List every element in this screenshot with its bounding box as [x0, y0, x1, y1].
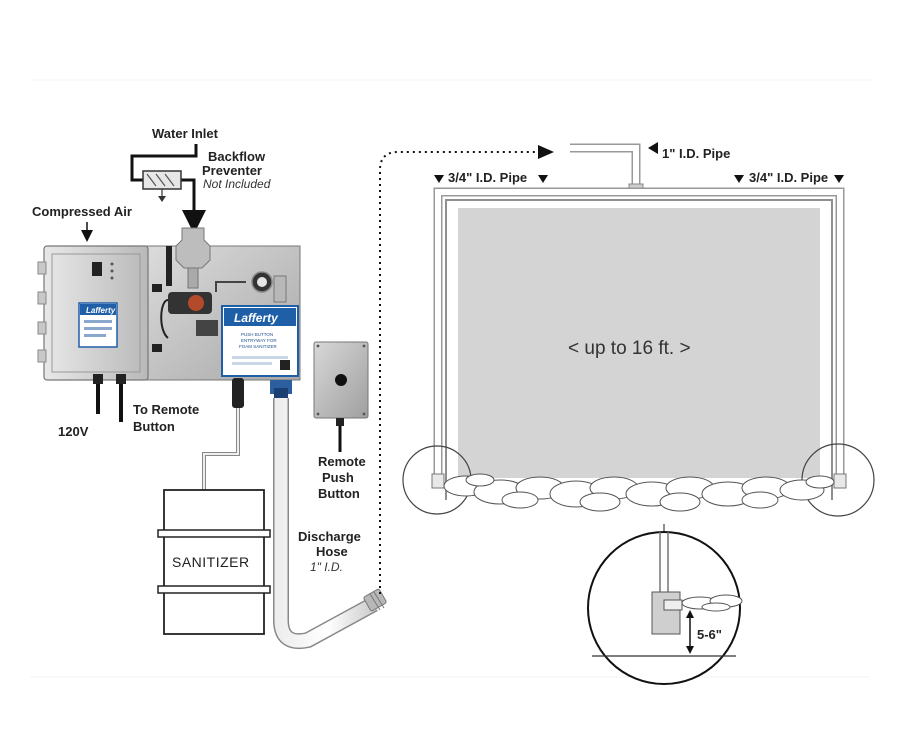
remote-push-button: Remote Push Button [313, 341, 369, 501]
pipe-34-left-label: 3/4" I.D. Pipe [448, 170, 527, 185]
backflow-label-1: Backflow [208, 149, 266, 164]
power-label: 120V [58, 424, 89, 439]
height-dim-label: 5-6" [697, 627, 722, 642]
door-width-label: < up to 16 ft. > [568, 338, 691, 359]
control-box-brand: Lafferty [86, 306, 116, 315]
water-inlet-label: Water Inlet [152, 126, 219, 141]
pipe-1in [570, 143, 641, 186]
door-frame [445, 199, 833, 500]
remote-push-label-1: Remote [318, 454, 366, 469]
discharge-hose: Discharge Hose 1" I.D. [273, 398, 387, 649]
water-inlet-line [130, 144, 198, 182]
pipe-1in-label: 1" I.D. Pipe [662, 146, 730, 161]
foamer-unit: Lafferty Lafferty PUSH BUTTON ENTRYWAY F… [37, 227, 301, 408]
door-panel [458, 208, 820, 478]
doorway: 1" I.D. Pipe 3/4" I.D. Pipe 3/4" I.D. Pi… [402, 142, 875, 517]
panel-text-2: ENTRYWAY FOR [241, 338, 277, 343]
discharge-label-1: Discharge [298, 529, 361, 544]
pipe-34-right-label: 3/4" I.D. Pipe [749, 170, 828, 185]
remote-push-label-2: Push [322, 470, 354, 485]
to-remote-label-1: To Remote [133, 402, 199, 417]
compressed-air-label: Compressed Air [32, 204, 132, 219]
height-detail-callout: 5-6" [587, 524, 743, 685]
foam-barrier [443, 473, 835, 512]
remote-push-label-3: Button [318, 486, 360, 501]
lafferty-brand-text: Lafferty [234, 311, 279, 325]
panel-text-1: PUSH BUTTON [241, 332, 273, 337]
backflow-label-2: Preventer [202, 163, 262, 178]
power-cords: 120V To Remote Button [58, 384, 199, 439]
water-inlet-fitting [175, 227, 211, 269]
hose-size-label: 1" I.D. [310, 560, 343, 574]
discharge-label-2: Hose [316, 544, 348, 559]
backflow-outlet-line [180, 178, 206, 234]
sanitizer-drum: SANITIZER [157, 408, 271, 635]
panel-text-3: FOAM SANITIZER [239, 344, 278, 349]
power-switch [92, 262, 102, 276]
water-inlet-assembly: Water Inlet Backflow Preventer Not Inclu… [130, 126, 271, 234]
sanitizer-label: SANITIZER [172, 554, 250, 570]
not-included-label: Not Included [203, 177, 271, 191]
dotted-connection-line [379, 151, 548, 594]
backflow-preventer [142, 170, 182, 190]
sanitizer-pickup-tube [202, 408, 240, 492]
compressed-air: Compressed Air [32, 204, 132, 242]
to-remote-label-2: Button [133, 419, 175, 434]
